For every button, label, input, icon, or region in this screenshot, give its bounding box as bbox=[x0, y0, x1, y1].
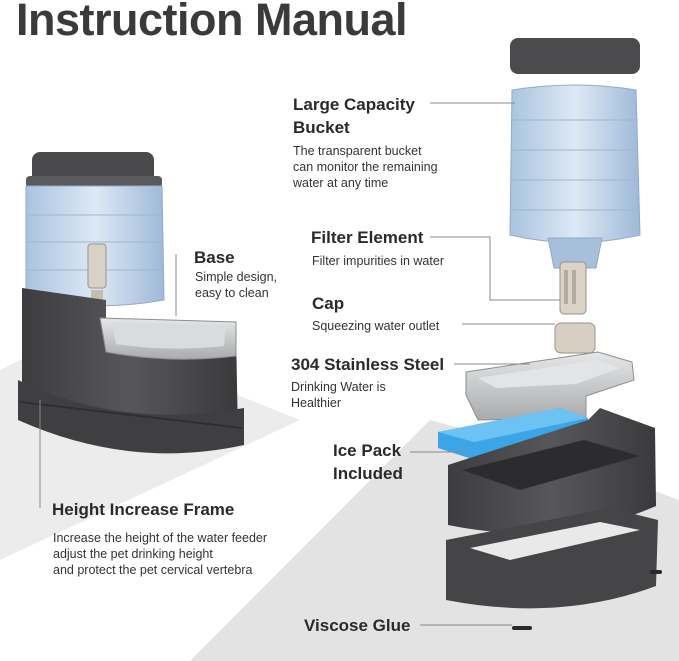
cap-heading: Cap bbox=[312, 294, 345, 313]
page-title: Instruction Manual bbox=[16, 0, 408, 45]
large-capacity-heading: Large Capacity Bucket bbox=[293, 95, 415, 137]
assembled-feeder bbox=[18, 152, 244, 454]
filter-element-heading: Filter Element bbox=[311, 228, 424, 247]
stainless-steel-heading: 304 Stainless Steel bbox=[291, 355, 445, 374]
leader-lines bbox=[39, 102, 560, 626]
height-frame-heading: Height Increase Frame bbox=[52, 500, 235, 519]
viscose-glue-heading: Viscose Glue bbox=[304, 616, 411, 635]
ice-pack-heading: Ice Pack Included bbox=[333, 441, 403, 483]
stainless-steel-description: Drinking Water is Healthier bbox=[291, 380, 386, 410]
cap-description: Squeezing water outlet bbox=[312, 319, 440, 333]
exploded-view bbox=[438, 38, 662, 630]
height-frame-description: Increase the height of the water feeder … bbox=[53, 531, 268, 577]
base-heading: Base bbox=[194, 248, 235, 267]
large-capacity-description: The transparent bucket can monitor the r… bbox=[293, 144, 438, 190]
base-description: Simple design, easy to clean bbox=[195, 270, 277, 300]
filter-element-description: Filter impurities in water bbox=[312, 254, 444, 268]
